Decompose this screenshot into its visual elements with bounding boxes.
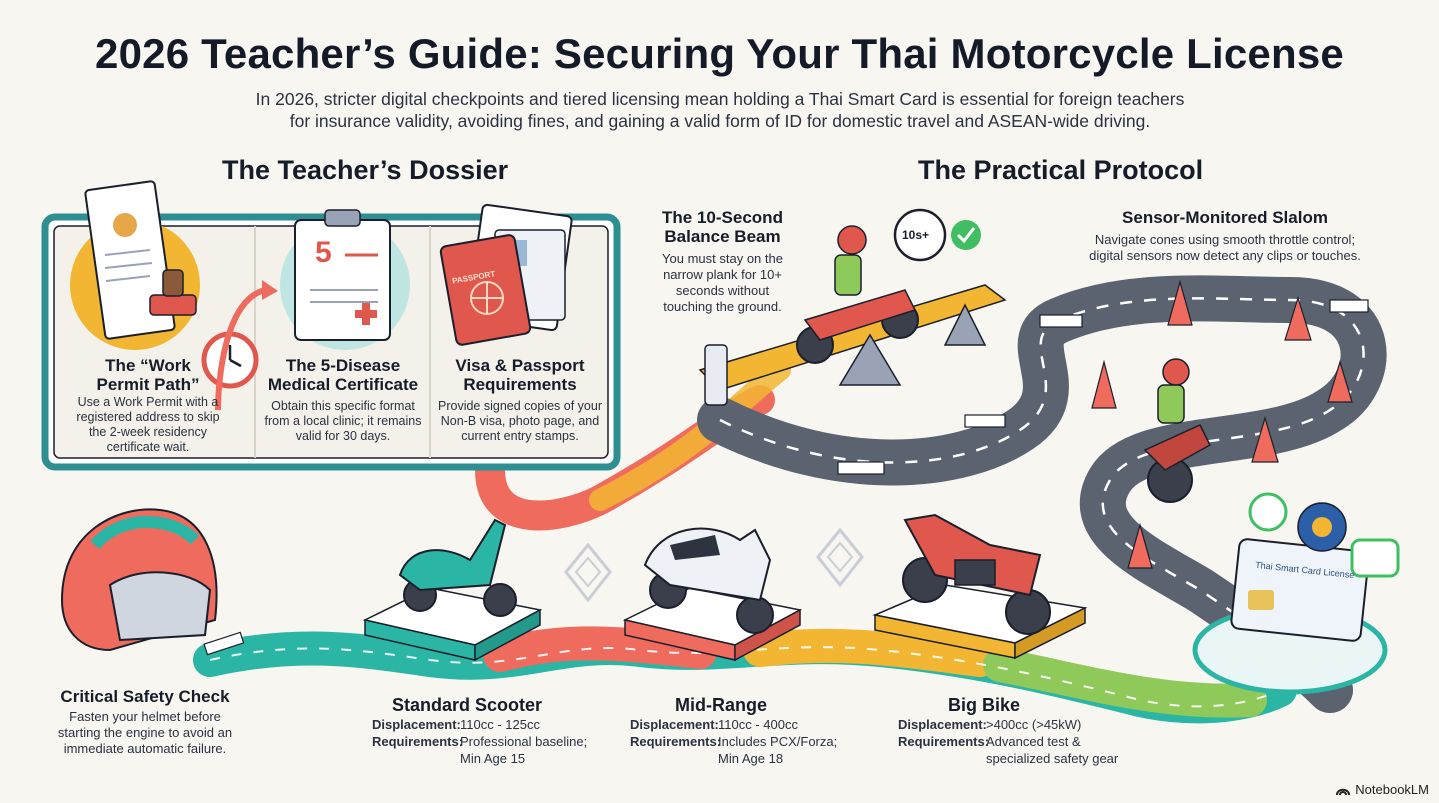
displacement-value: 110cc - 125cc [460, 717, 540, 732]
tier-name: Mid-Range [675, 695, 767, 715]
visa-desc-2: Non-B visa, photo page, and [440, 414, 600, 428]
work-permit-desc-2: registered address to skip [76, 410, 220, 424]
work-permit-illustration [70, 180, 278, 411]
displacement-label: Displacement: [898, 717, 987, 732]
medical-card: The 5-Disease Medical Certificate Obtain… [258, 356, 428, 444]
slalom-desc-1: Navigate cones using smooth throttle con… [1094, 232, 1356, 247]
safety-desc-3: immediate automatic failure. [63, 741, 227, 756]
medical-title-2: Medical Certificate [267, 375, 419, 394]
tier-big-bike: Big Bike Displacement:>400cc (>45kW) Req… [898, 694, 1158, 767]
helmet-illustration [60, 508, 218, 652]
balance-title-2: Balance Beam [664, 227, 781, 246]
work-permit-desc-4: certificate wait. [106, 440, 190, 454]
visa-title-1: Visa & Passport [455, 356, 585, 375]
requirements-label: Requirements: [372, 734, 464, 749]
smart-card-illustration [1192, 492, 1400, 695]
requirements-line-1: Professional baseline; [460, 734, 588, 749]
balance-title-1: The 10-Second [662, 208, 783, 227]
tier-platforms [362, 513, 1088, 662]
requirements-line-2: Min Age 15 [460, 751, 526, 766]
brand-name: NotebookLM [1355, 782, 1429, 797]
work-permit-desc-3: the 2-week residency [88, 425, 208, 439]
safety-title: Critical Safety Check [60, 687, 230, 706]
visa-desc-3: current entry stamps. [461, 429, 579, 443]
tier-name: Big Bike [948, 695, 1021, 715]
slalom-course [837, 279, 1369, 569]
requirements-label: Requirements: [898, 734, 990, 749]
page-title: 2026 Teacher’s Guide: Securing Your Thai… [95, 30, 1344, 77]
tier-standard-scooter: Standard Scooter Displacement:110cc - 12… [372, 694, 612, 767]
page-subtitle: In 2026, stricter digital checkpoints an… [200, 88, 1240, 132]
work-permit-title-1: The “Work [105, 356, 191, 375]
slalom-desc-2: digital sensors now detect any clips or … [1089, 248, 1361, 263]
requirements-line-2: Min Age 18 [718, 751, 784, 766]
safety-desc-1: Fasten your helmet before [69, 709, 221, 724]
timer-label: 10s+ [902, 228, 930, 242]
balance-desc-3: seconds without [675, 283, 770, 298]
medical-desc-1: Obtain this specific format [271, 399, 415, 413]
balance-beam-block: The 10-Second Balance Beam You must stay… [640, 208, 805, 315]
requirements-line-2: specialized safety gear [986, 751, 1119, 766]
work-permit-title-2: Permit Path” [96, 375, 200, 394]
subtitle-line-2: for insurance validity, avoiding fines, … [289, 111, 1151, 131]
work-permit-desc-1: Use a Work Permit with a [77, 395, 219, 409]
visa-title-2: Requirements [463, 375, 577, 394]
slalom-block: Sensor-Monitored Slalom Navigate cones u… [1060, 208, 1390, 264]
notebooklm-logo-icon [1336, 788, 1351, 795]
work-permit-card: The “Work Permit Path” Use a Work Permit… [58, 356, 238, 455]
thai-ornament-icons [564, 527, 864, 603]
displacement-label: Displacement: [630, 717, 719, 732]
displacement-label: Displacement: [372, 717, 461, 732]
slalom-title: Sensor-Monitored Slalom [1122, 208, 1328, 227]
medical-desc-2: from a local clinic; it remains [264, 414, 422, 428]
balance-desc-1: You must stay on the [662, 251, 783, 266]
visa-desc-1: Provide signed copies of your [438, 399, 602, 413]
tier-name: Standard Scooter [392, 695, 543, 715]
requirements-label: Requirements: [630, 734, 722, 749]
medical-title-1: The 5-Disease [285, 356, 401, 375]
displacement-value: 110cc - 400cc [718, 717, 798, 732]
start-barrier [203, 631, 245, 656]
visa-card: Visa & Passport Requirements Provide sig… [432, 356, 608, 444]
balance-desc-4: touching the ground. [663, 299, 782, 314]
safety-desc-2: starting the engine to avoid an [57, 725, 233, 740]
passport-illustration [439, 203, 573, 346]
displacement-value: >400cc (>45kW) [986, 717, 1082, 732]
tier-mid-range: Mid-Range Displacement:110cc - 400cc Req… [630, 694, 870, 767]
safety-block: Critical Safety Check Fasten your helmet… [40, 687, 250, 757]
balance-desc-2: narrow plank for 10+ [663, 267, 782, 282]
brand-mark: NotebookLM [1336, 782, 1429, 797]
medical-badge: 5 [315, 236, 332, 269]
subtitle-line-1: In 2026, stricter digital checkpoints an… [255, 89, 1185, 109]
balance-beam-illustration [698, 208, 1007, 406]
medical-desc-3: valid for 30 days. [295, 429, 391, 443]
protocol-heading: The Practical Protocol [918, 155, 1204, 185]
requirements-line-1: Includes PCX/Forza; [718, 734, 838, 749]
dossier-heading: The Teacher’s Dossier [222, 155, 509, 185]
medical-certificate-illustration [280, 209, 410, 350]
requirements-line-1: Advanced test & [986, 734, 1081, 749]
